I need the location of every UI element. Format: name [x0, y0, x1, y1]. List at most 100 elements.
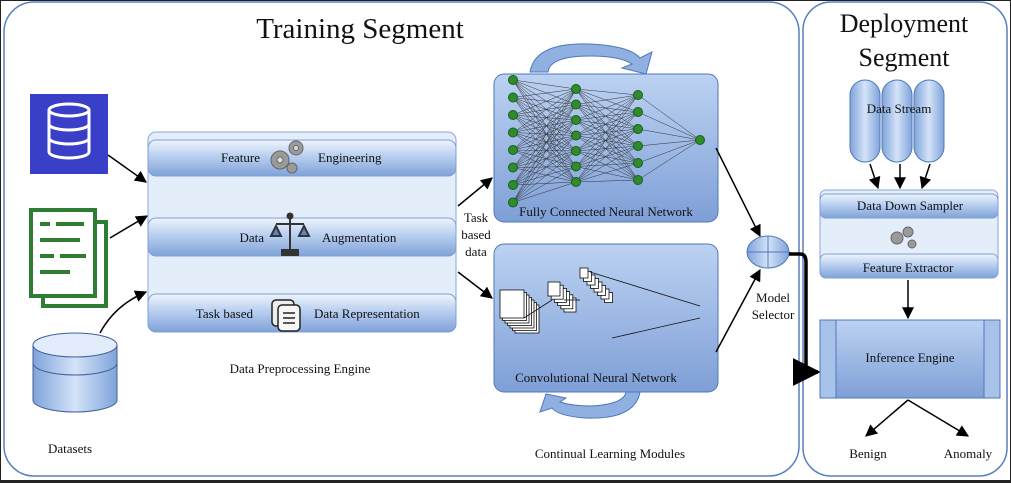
extractor-gears-icon: [890, 226, 917, 249]
preproc-caption: Data Preprocessing Engine: [230, 361, 371, 376]
dataset-cylinder-icon: [32, 332, 118, 413]
model-selector-node: [746, 235, 790, 269]
fcnn-edge: [512, 119, 577, 151]
inference-engine-box: [819, 319, 1001, 399]
cnn-label: Convolutional Neural Network: [515, 370, 677, 385]
fcnn-edge: [512, 88, 577, 151]
fcnn-edge: [575, 111, 639, 121]
fcnn-node: [571, 177, 581, 187]
fcnn-edge: [512, 166, 577, 186]
fcnn-node: [633, 158, 643, 168]
fcnn-node: [508, 127, 518, 138]
cnn-layer-1: [499, 289, 525, 319]
arrow-cyl-to-engine: [99, 290, 148, 334]
fcnn-edge: [512, 79, 577, 136]
fcnn-edge: [575, 145, 639, 183]
band2-left: Data: [239, 230, 264, 245]
fcnn-node: [633, 124, 643, 134]
fcnn-edge: [575, 104, 639, 164]
arrow-selector-to-inference: [789, 252, 821, 386]
fcnn-edge: [512, 104, 577, 151]
fcnn-node: [508, 92, 518, 103]
balance-scale-icon: [269, 212, 311, 256]
fcnn-edge: [637, 128, 701, 141]
data-stream-label: Data Stream: [867, 101, 932, 116]
datasets-label: Datasets: [48, 441, 92, 456]
fcnn-edge: [575, 135, 639, 181]
fcnn-edge: [637, 94, 701, 141]
fcnn-edge: [512, 149, 577, 152]
fcnn-edge: [512, 88, 577, 133]
fcnn-edge: [637, 139, 701, 164]
band1-left: Feature: [221, 150, 260, 165]
cnn-connector: [611, 317, 701, 339]
output-benign: Benign: [849, 446, 887, 461]
fcnn-edge: [575, 88, 639, 164]
fcnn-edge: [512, 79, 577, 183]
fcnn-edge: [575, 150, 639, 164]
fcnn-edge: [575, 128, 639, 167]
task-data-line2: based: [461, 227, 491, 242]
arrow-stream-3: [919, 163, 932, 190]
fcnn-edge: [512, 135, 577, 186]
fcnn-edge: [512, 114, 577, 121]
fcnn-edge: [575, 111, 639, 136]
fcnn-edge: [575, 128, 639, 136]
fcnn-edge: [512, 181, 577, 186]
training-segment-box: [3, 1, 800, 477]
fcnn-node: [508, 197, 518, 208]
arrow-to-fcnn: [457, 177, 493, 207]
document-icon: [29, 208, 108, 308]
fcnn-edge: [512, 114, 577, 152]
database-icon: [30, 94, 108, 174]
fcnn-edge: [512, 135, 577, 168]
selector-line1: Model: [756, 290, 790, 305]
fcnn-edge: [575, 162, 639, 167]
deployment-segment-box: [802, 1, 1008, 477]
fcnn-edge: [512, 132, 577, 183]
fcnn-edge: [512, 132, 577, 136]
fcnn-node: [633, 90, 643, 100]
fcnn-edge: [575, 104, 639, 181]
fcnn-edge: [512, 88, 577, 168]
fcnn-edge: [575, 94, 639, 167]
fcnn-node: [508, 110, 518, 120]
fcnn-edge: [575, 135, 639, 164]
fcnn-edge: [512, 104, 577, 116]
fcnn-edge: [512, 114, 577, 136]
task-data-line1: Task: [464, 210, 489, 225]
fcnn-edge: [512, 104, 577, 133]
feature-extractor-label: Feature Extractor: [863, 260, 954, 275]
fcnn-node: [633, 141, 643, 151]
fcnn-edge: [512, 119, 577, 168]
cnn-network: [499, 267, 701, 339]
deployment-title-line2: Segment: [859, 43, 951, 72]
fcnn-edge: [512, 79, 577, 105]
fcnn-edge: [575, 166, 639, 181]
fcnn-edge: [637, 111, 701, 141]
arrow-db-to-engine: [107, 154, 147, 183]
fcnn-edge: [512, 97, 577, 105]
fcnn-node: [571, 161, 581, 172]
fcnn-edge: [512, 104, 577, 168]
fcnn-edge: [575, 88, 639, 113]
fcnn-edge: [575, 135, 639, 147]
fcnn-node: [633, 175, 643, 185]
fcnn-edge: [637, 139, 701, 147]
fcnn-edge: [575, 88, 639, 96]
fcnn-edge: [575, 94, 639, 183]
arrow-to-anomaly: [907, 399, 970, 437]
fcnn-edge: [512, 104, 577, 203]
fcnn-edge: [575, 111, 639, 152]
fcnn-network: [508, 75, 705, 208]
fcnn-node: [633, 107, 643, 117]
fcnn-edge: [512, 135, 577, 203]
fcnn-node: [508, 162, 518, 173]
fcnn-edge: [512, 79, 577, 152]
fcnn-node: [508, 75, 518, 85]
deployment-title-line1: Deployment: [840, 9, 969, 38]
fcnn-edge: [512, 97, 577, 152]
fcnn-edge: [575, 145, 639, 167]
fcnn-node: [695, 135, 705, 145]
fcnn-edge: [575, 104, 639, 147]
